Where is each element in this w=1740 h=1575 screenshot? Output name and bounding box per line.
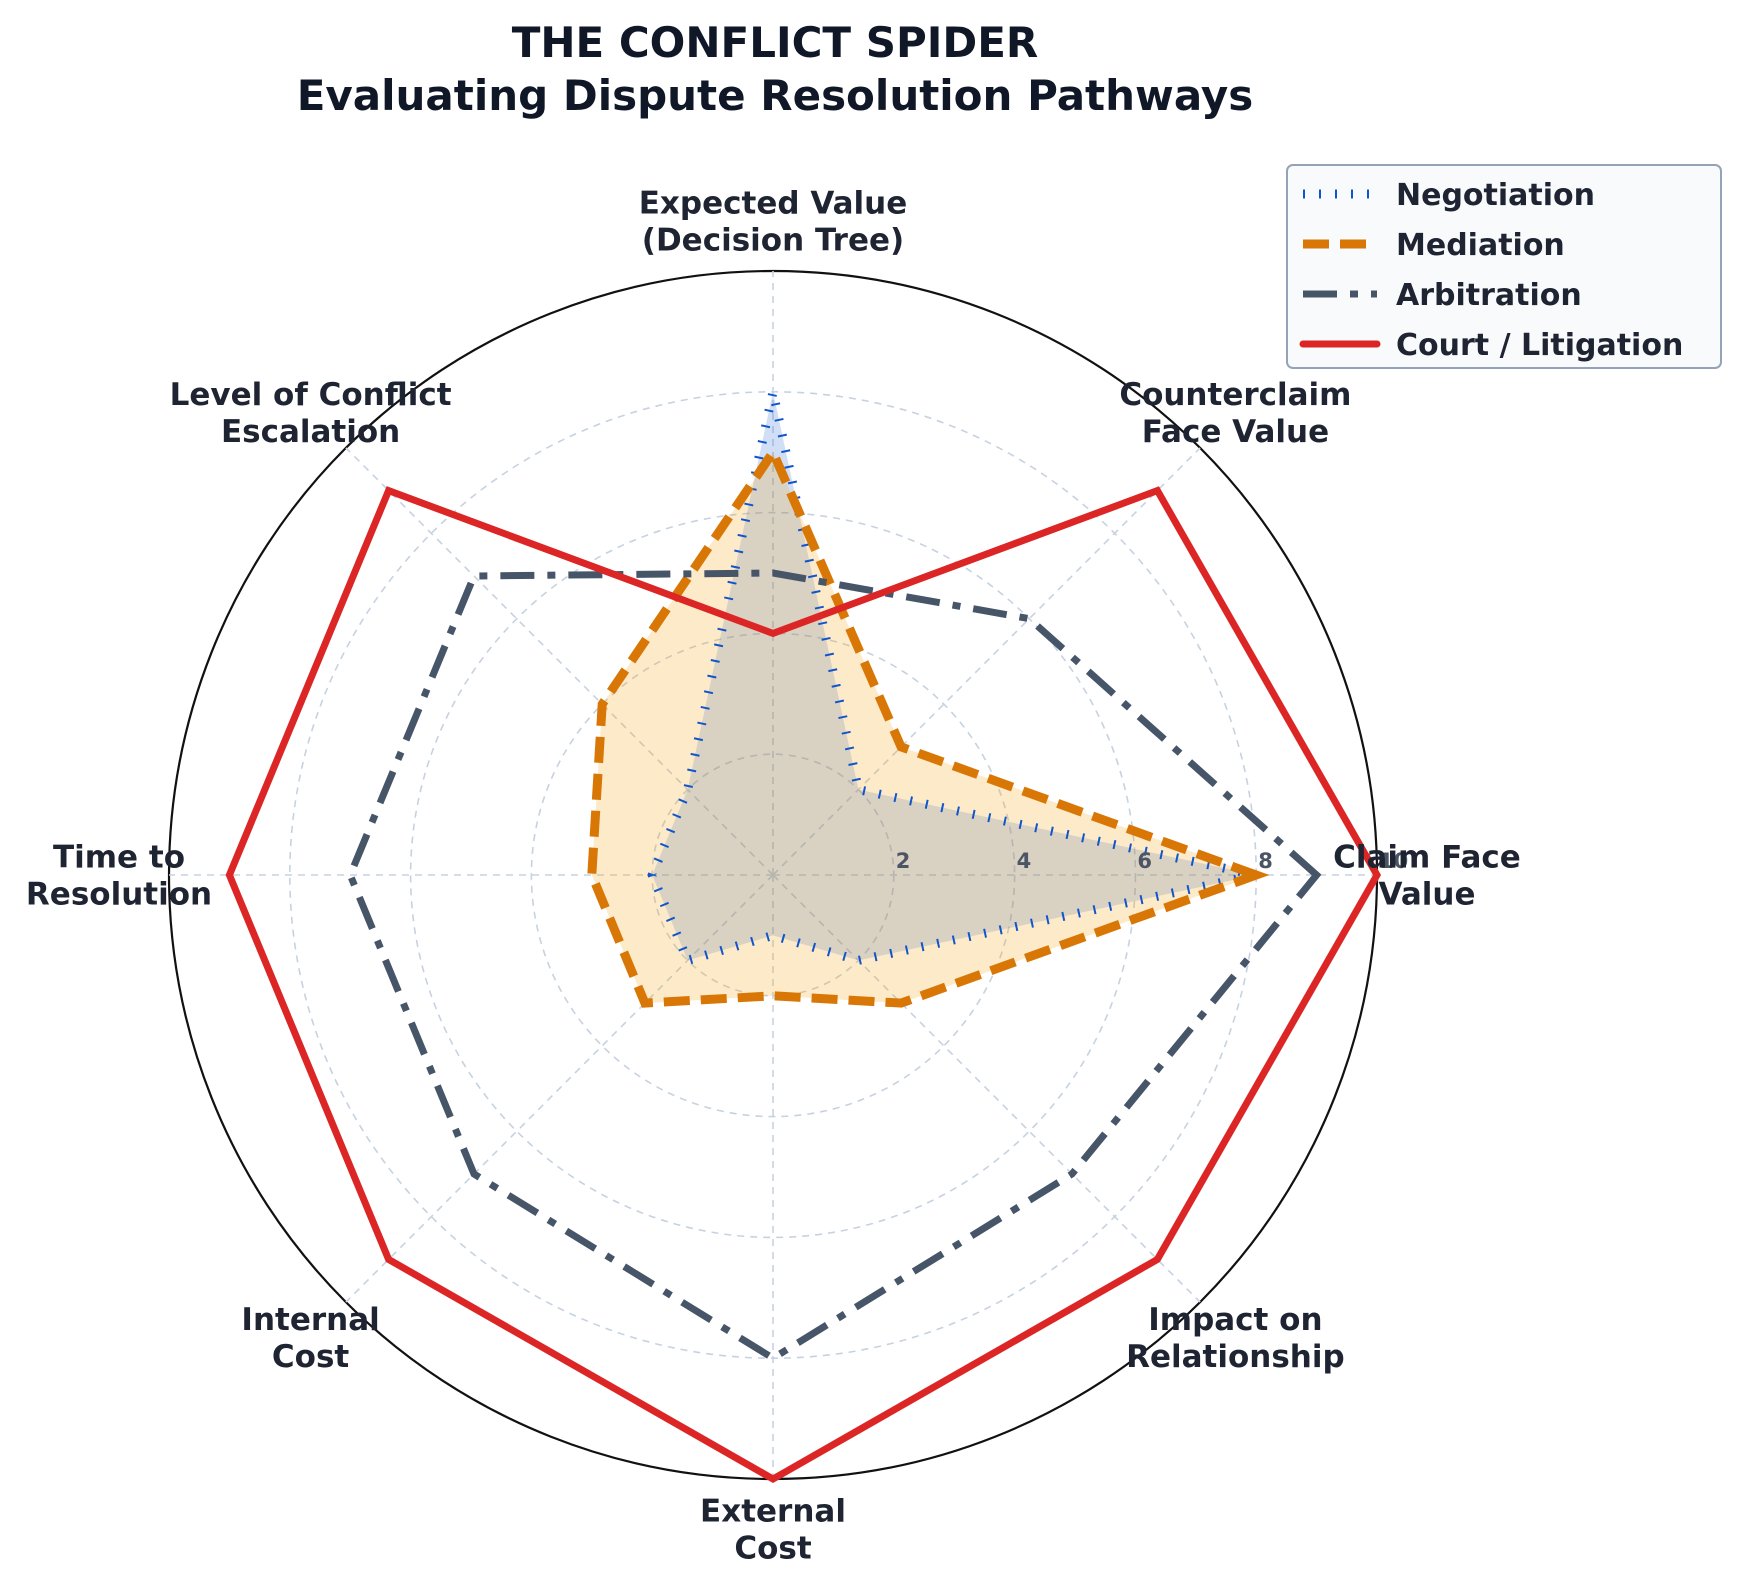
legend-frame [1286,164,1722,369]
axis-label-line: Face Value [1142,414,1329,450]
axis-label-line: Counterclaim [1119,377,1351,413]
grid-spoke [772,447,1201,876]
axis-label-line: Cost [734,1531,811,1567]
axis-label-line: Relationship [1126,1339,1345,1375]
axis-label-line: Resolution [26,877,212,913]
radial-tick-label: 2 [896,849,911,873]
series-lines [225,390,1382,1484]
series-fill [652,391,1257,961]
grid-circle [409,511,1137,1239]
legend-label: Negotiation [1396,178,1595,213]
radial-ticks: 2 4 6 8 10 [896,849,1408,873]
radial-tick-label: 8 [1258,849,1273,873]
axis-label-line: Cost [272,1339,349,1375]
grid-spoke [772,874,1201,1303]
grid-spoke [345,874,774,1303]
grid-spoke [345,447,774,876]
series-line [346,569,1322,1363]
legend-label: Arbitration [1396,278,1582,313]
axis-label-line: Claim Face [1333,840,1521,876]
axis-label-line: External [700,1494,846,1530]
axis-label-line: Time to [53,840,185,876]
axis-label-line: Expected Value [639,186,908,222]
grid-circle [530,632,1016,1118]
axis-label-line: Impact on [1148,1302,1322,1338]
axis-label-expected-value: Expected Value(Decision Tree) [639,186,908,259]
series-fills [591,391,1257,1004]
axis-label-line: Value [1379,877,1476,913]
series-line [647,390,1258,966]
chart-title-line-1: THE CONFLICT SPIDER [512,18,1039,67]
chart-title-line-2: Evaluating Dispute Resolution Pathways [297,71,1254,120]
axis-label-line: Level of Conflict [170,377,452,413]
axis-label-line: Internal [241,1302,379,1338]
legend-label: Mediation [1396,228,1565,263]
series-line [587,442,1270,1008]
radial-tick-label: 6 [1137,849,1152,873]
series-line [225,486,1382,1484]
legend-label: Court / Litigation [1396,328,1683,363]
radial-tick-label: 4 [1017,849,1032,873]
series-fill [591,452,1257,1004]
radial-tick-label: 10 [1379,849,1408,873]
axis-label-line: Escalation [221,414,400,450]
axis-label-line: (Decision Tree) [642,223,904,259]
